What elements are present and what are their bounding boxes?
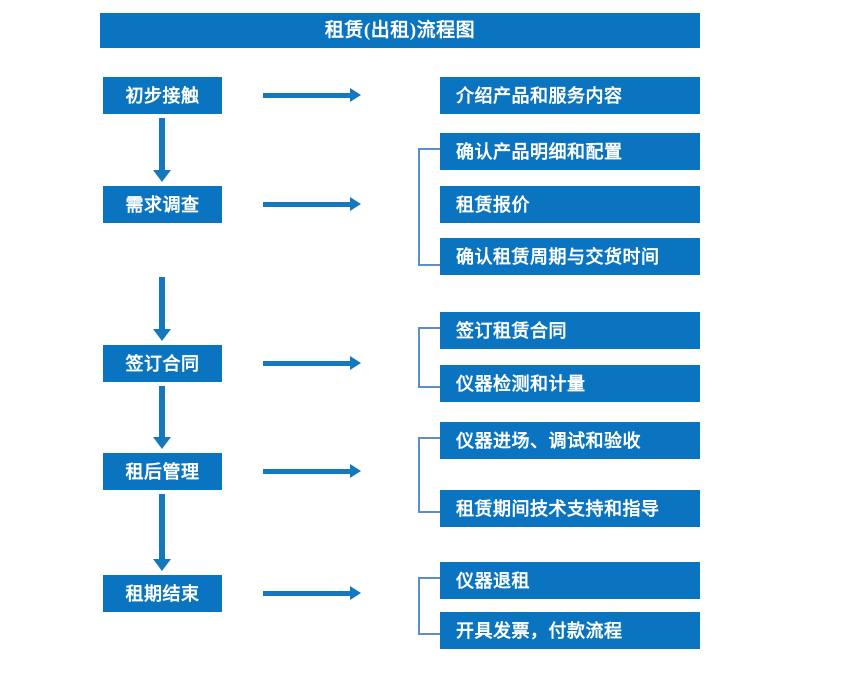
detail-box-instrument-test-metering[interactable]: 仪器检测和计量 bbox=[440, 365, 700, 402]
bracket-lease-end bbox=[418, 577, 440, 635]
detail-box-confirm-period-delivery[interactable]: 确认租赁周期与交货时间 bbox=[440, 238, 700, 275]
bracket-post-rental-management bbox=[418, 437, 440, 513]
horizontal-arrow-post-rental-management bbox=[263, 462, 361, 480]
detail-box-rental-quotation[interactable]: 租赁报价 bbox=[440, 186, 700, 223]
stage-box-lease-end[interactable]: 租期结束 bbox=[103, 575, 222, 612]
detail-box-tech-support-guidance[interactable]: 租赁期间技术支持和指导 bbox=[440, 490, 700, 527]
vertical-arrow-management-to-leaseend bbox=[152, 494, 172, 571]
flowchart-title: 租赁(出租)流程图 bbox=[100, 13, 700, 48]
stage-box-sign-contract[interactable]: 签订合同 bbox=[103, 345, 222, 382]
horizontal-arrow-sign-contract bbox=[263, 354, 361, 372]
vertical-arrow-initial-to-survey bbox=[152, 118, 172, 182]
detail-box-intro-products-services[interactable]: 介绍产品和服务内容 bbox=[440, 77, 700, 114]
detail-box-instrument-return[interactable]: 仪器退租 bbox=[440, 562, 700, 599]
stage-box-requirement-survey[interactable]: 需求调查 bbox=[103, 186, 222, 223]
detail-box-sign-rental-contract[interactable]: 签订租赁合同 bbox=[440, 312, 700, 349]
detail-box-invoice-payment-process[interactable]: 开具发票，付款流程 bbox=[440, 612, 700, 649]
detail-box-confirm-product-spec[interactable]: 确认产品明细和配置 bbox=[440, 133, 700, 170]
horizontal-arrow-lease-end bbox=[263, 584, 361, 602]
horizontal-arrow-requirement-survey bbox=[263, 195, 361, 213]
stage-box-initial-contact[interactable]: 初步接触 bbox=[103, 77, 222, 114]
vertical-arrow-contract-to-management bbox=[152, 386, 172, 449]
stage-box-post-rental-management[interactable]: 租后管理 bbox=[103, 453, 222, 490]
vertical-arrow-survey-to-contract bbox=[152, 277, 172, 341]
detail-box-instrument-entry-debug-accept[interactable]: 仪器进场、调试和验收 bbox=[440, 422, 700, 459]
bracket-sign-contract bbox=[418, 327, 440, 388]
horizontal-arrow-initial-contact bbox=[263, 86, 361, 104]
bracket-requirement-survey bbox=[418, 148, 440, 266]
